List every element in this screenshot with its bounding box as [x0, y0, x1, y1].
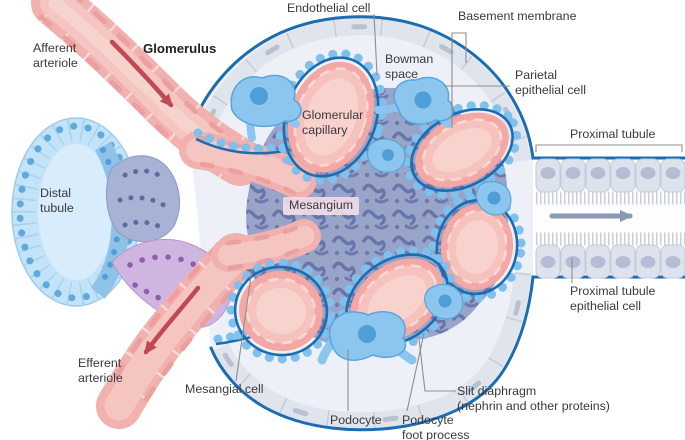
pointer-podocyte-foot-process [406, 332, 425, 412]
efferent-nuclei-right [135, 267, 255, 415]
label-afferent-arteriole: Afferent arteriole [33, 41, 78, 71]
podocyte-3-nucleus [382, 149, 394, 161]
extraglomerular-cell-cluster [106, 155, 180, 243]
capillary-lumen [256, 287, 306, 335]
pointer-endothelial-cell [373, 13, 378, 76]
proximal-tubule-cells-top [535, 158, 685, 205]
label-endothelial-cell: Endothelial cell [287, 1, 371, 15]
bowman-capsule-band [191, 18, 532, 430]
pointer-mesangial-cell [235, 268, 253, 382]
foot-processes [226, 258, 336, 364]
glomerular-capillary-3 [428, 191, 526, 303]
label-slit-diaphragm: Slit diaphragm (nephrin and other protei… [457, 384, 610, 414]
efferent-lumen [104, 241, 251, 421]
glomerular-capillary-5 [226, 258, 336, 364]
pointer-lines [235, 13, 683, 412]
podocyte-1-nucleus [250, 87, 268, 105]
label-bowman-space: Bowman space [385, 52, 434, 82]
capsule-band-top [191, 18, 532, 163]
afferent-nuclei-right [77, 0, 247, 149]
glomerular-tuft [179, 49, 526, 365]
label-podocyte: Podocyte [330, 413, 382, 427]
label-proximal-tubule-epithelial-cell: Proximal tubule epithelial cell [570, 284, 656, 314]
podocyte-5-nucleus [438, 294, 452, 308]
label-parietal-epithelial-cell: Parietal epithelial cell [515, 68, 586, 98]
pointer-slit-diaphragm [418, 338, 456, 392]
arteriole-branch-lower [211, 219, 321, 272]
foot-processes [337, 246, 457, 354]
distal-tubule-lumen [38, 144, 114, 280]
podocytes [230, 74, 512, 365]
juxtaglomerular-nuclei-row1 [127, 254, 208, 275]
efferent-arteriole [96, 233, 259, 429]
label-glomerulus: Glomerulus [143, 41, 217, 56]
label-proximal-tubule: Proximal tubule [570, 127, 656, 141]
proximal-tubule-cells-bottom [535, 232, 685, 279]
efferent-flow-arrow-icon [143, 285, 201, 355]
capillary-lumen [303, 78, 359, 156]
label-basement-membrane: Basement membrane [458, 9, 577, 23]
capillary-lumen [432, 128, 492, 172]
extraglomerular-nuclei-row1 [122, 168, 168, 183]
label-glomerular-capillary: Glomerular capillary [302, 108, 364, 138]
label-podocyte-foot-process: Podocyte foot process [402, 413, 470, 440]
label-efferent-arteriole: Efferent arteriole [78, 356, 123, 386]
proximal-tubule [534, 158, 685, 279]
pointer-basement-membrane [451, 32, 467, 128]
capsule-band-bottom [213, 272, 532, 430]
capsule-basement-membrane-top [187, 15, 685, 160]
capillary-lumen [455, 220, 499, 274]
label-mesangium: Mesangium [283, 197, 360, 216]
podocyte-4-nucleus [487, 191, 501, 205]
label-mesangial-cell: Mesangial cell [185, 382, 264, 396]
bracket-proximal-tubule [535, 144, 683, 152]
extraglomerular-nuclei-row3 [122, 219, 165, 231]
capsule-basement-membrane-bottom [209, 275, 685, 432]
label-distal-tubule: Distal tubule [40, 186, 74, 216]
afferent-flow-arrow-icon [109, 39, 174, 108]
podocyte-6-nucleus [358, 325, 376, 343]
glomerular-capillary-2 [402, 100, 522, 200]
extraglomerular-nuclei-row2 [117, 195, 171, 211]
podocyte-2-nucleus [414, 91, 432, 109]
efferent-nuclei-left [108, 242, 222, 388]
